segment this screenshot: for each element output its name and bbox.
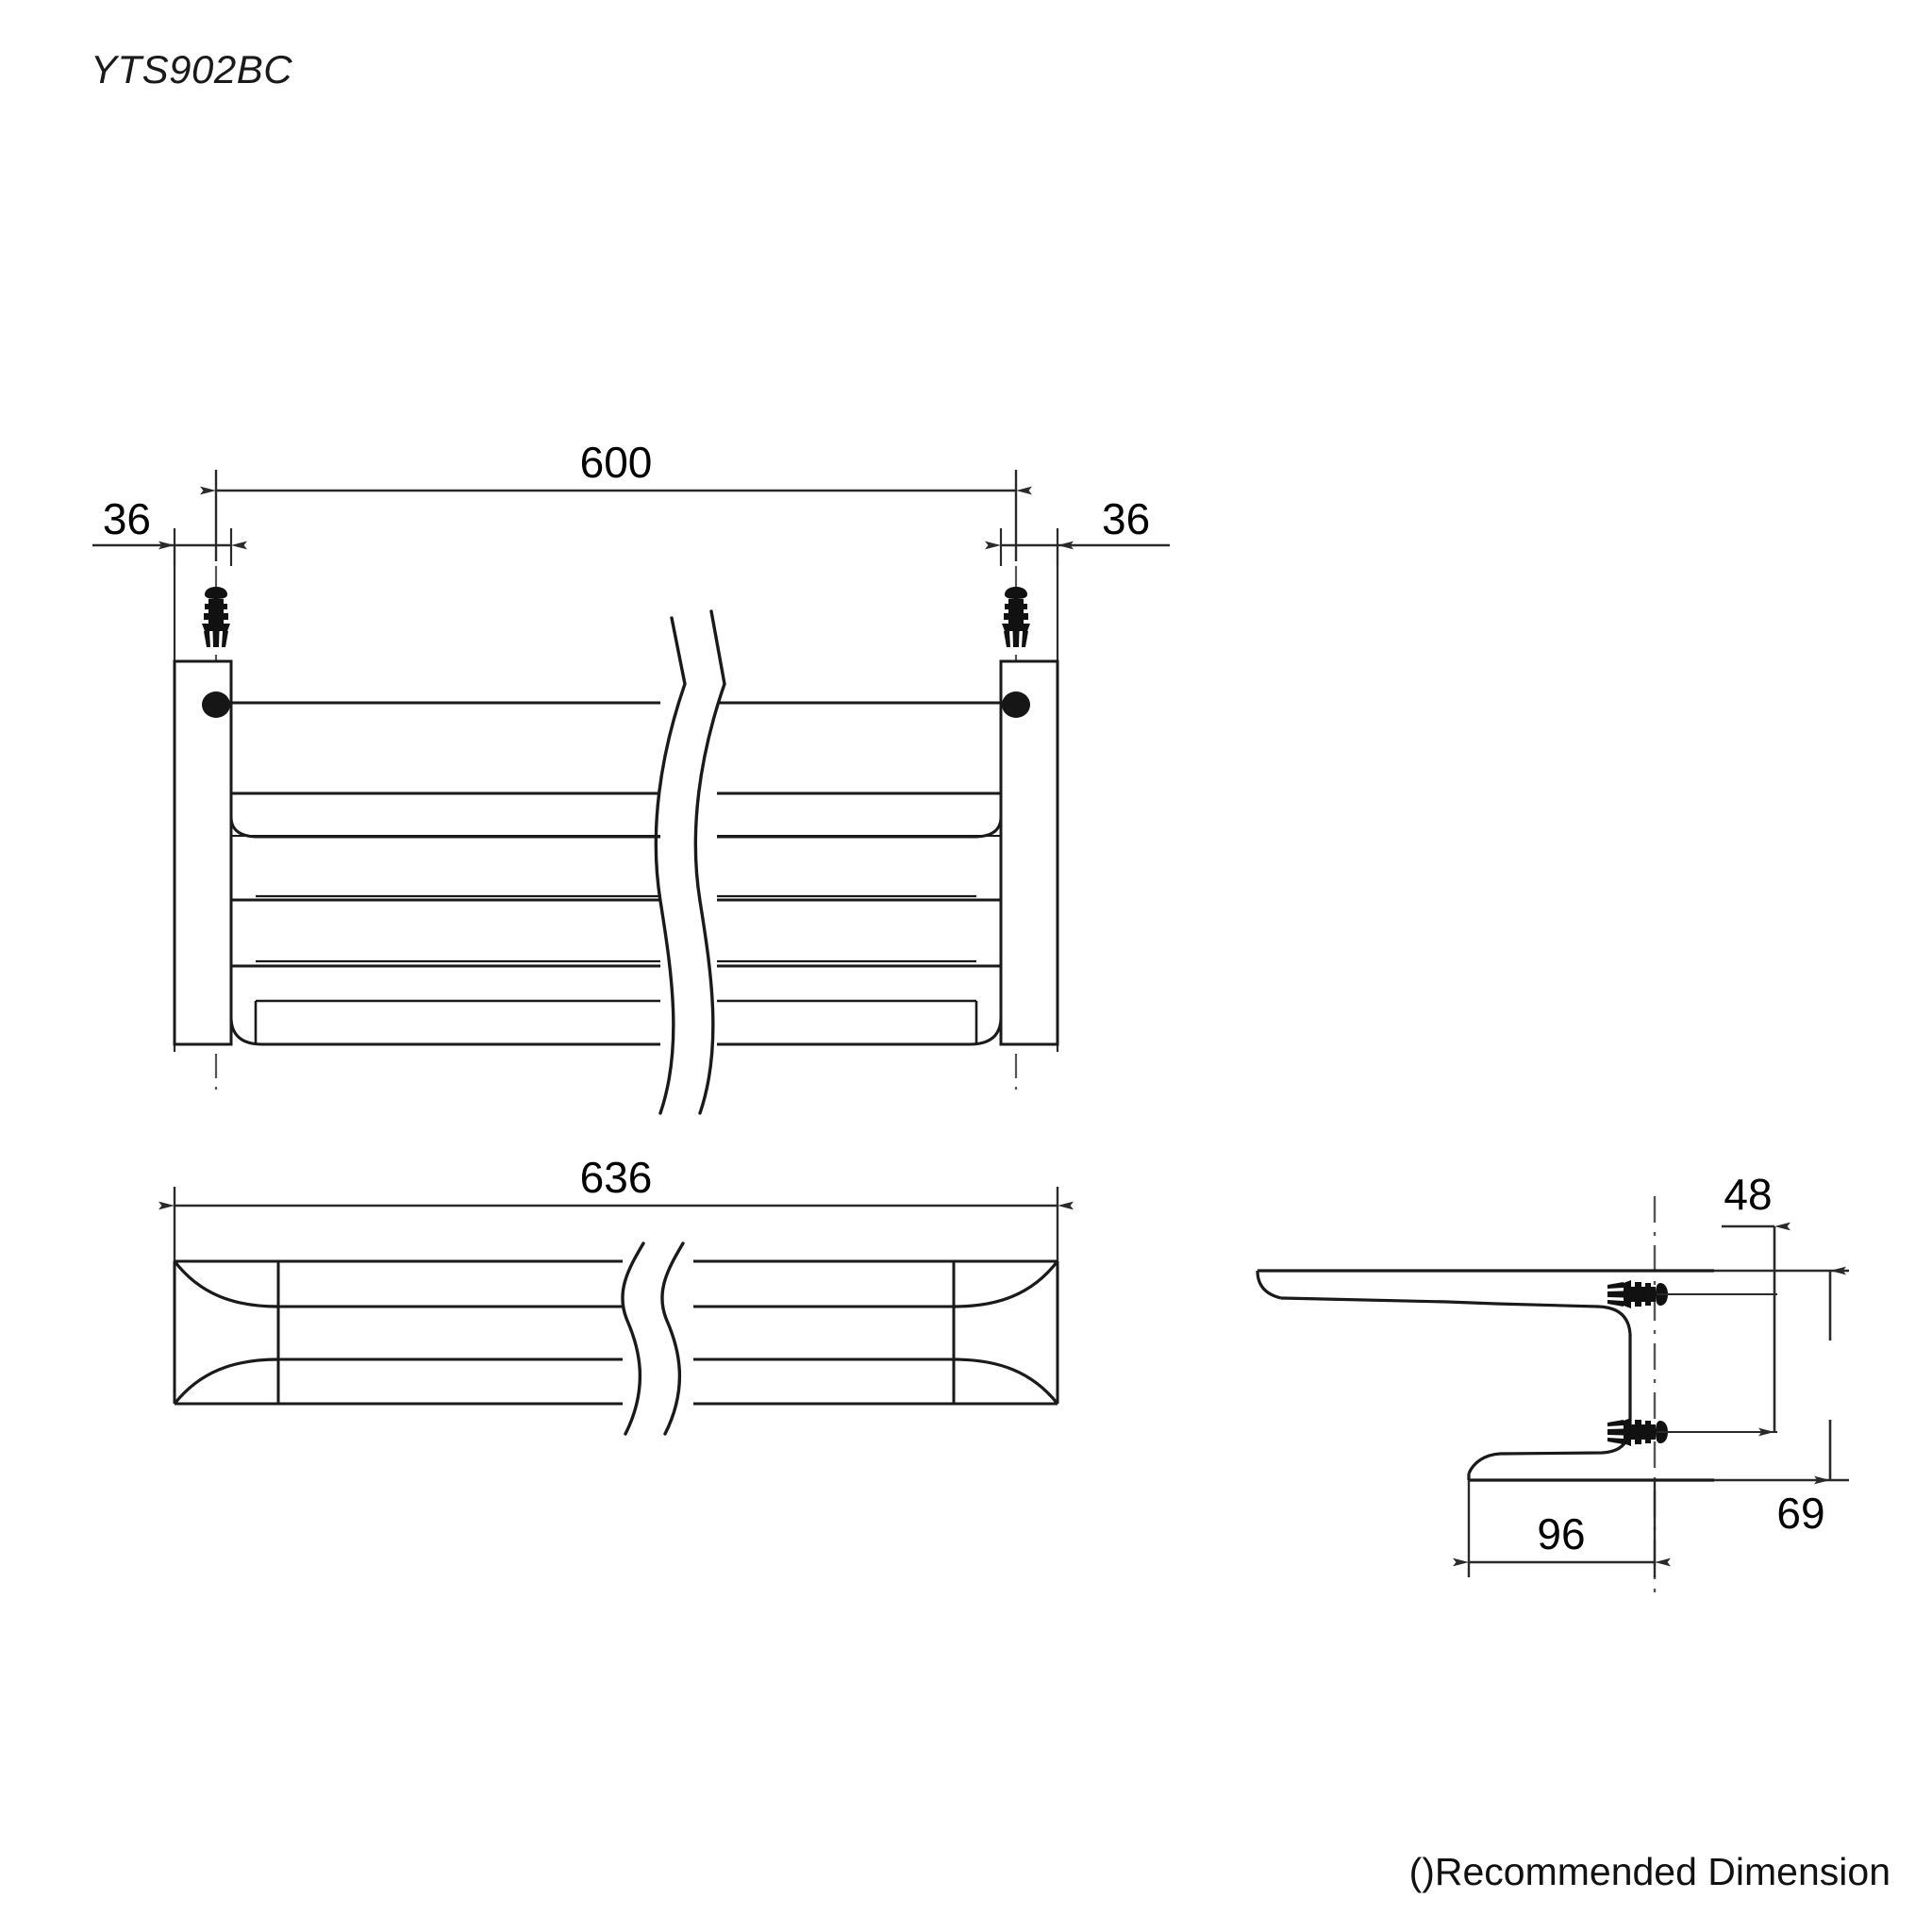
side-view: 48 96 69 — [1256, 1170, 1849, 1592]
top-view-rails-right — [717, 661, 1003, 1046]
top-view: 600 36 36 — [92, 438, 1170, 1115]
recommended-dimension-note: ()Recommended Dimension — [1408, 1850, 1890, 1893]
break-line-top-view — [654, 609, 726, 1115]
top-view-rails-left — [229, 661, 660, 1046]
dimension-600: 600 — [200, 438, 1032, 561]
dimension-636-text: 636 — [580, 1153, 653, 1202]
dimension-36-left: 36 — [92, 494, 247, 566]
break-gap-mask-top — [660, 660, 717, 1113]
dimension-600-text: 600 — [580, 438, 653, 487]
dimension-69: 69 — [1714, 1266, 1849, 1538]
screw-hole-dot-right — [1002, 691, 1030, 718]
top-view-right-bracket — [999, 659, 1059, 1046]
dimension-36-left-text: 36 — [103, 494, 151, 543]
dimension-96-text: 96 — [1537, 1509, 1585, 1558]
part-number-label: YTS902BC — [91, 47, 293, 92]
front-view-right-end — [952, 1259, 1059, 1406]
front-view-bar-left — [278, 1259, 623, 1406]
dimension-48-text: 48 — [1724, 1170, 1772, 1219]
dimension-636: 636 — [158, 1153, 1074, 1264]
dimension-36-right-text: 36 — [1102, 494, 1150, 543]
dimension-48: 48 — [1722, 1170, 1790, 1437]
dimension-69-text: 69 — [1776, 1489, 1824, 1538]
front-view-bar-right — [693, 1259, 954, 1406]
side-view-bracket-profile — [1256, 1269, 1714, 1482]
wall-anchor-icon-top-right — [1002, 587, 1030, 647]
dimension-36-right: 36 — [985, 494, 1170, 566]
screw-hole-dot-left — [202, 691, 230, 718]
break-line-front-view — [621, 1241, 685, 1436]
front-view: 636 — [158, 1153, 1074, 1436]
top-view-left-bracket — [173, 659, 233, 1046]
dimension-96: 96 — [1453, 1480, 1671, 1577]
wall-anchor-icon-top-left — [202, 587, 230, 647]
front-view-left-end — [173, 1259, 280, 1406]
